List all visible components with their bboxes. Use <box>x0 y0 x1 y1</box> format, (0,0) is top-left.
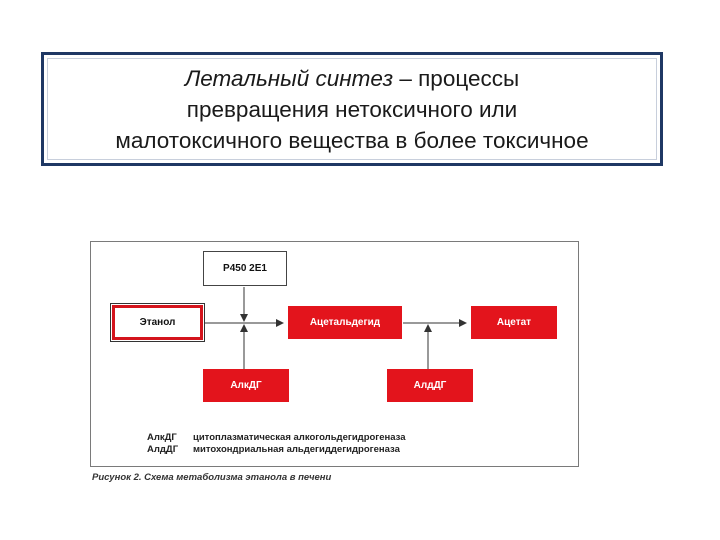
node-adh: АлкДГ <box>203 369 289 402</box>
node-aldh: АлдДГ <box>387 369 473 402</box>
legend-text: митохондриальная альдегиддегидрогеназа <box>193 444 400 455</box>
node-p450: P450 2E1 <box>203 251 287 286</box>
legend-abbr: АлдДГ <box>147 444 179 455</box>
title-line-3: малотоксичного вещества в более токсично… <box>115 127 589 153</box>
title-rest: – процессы <box>393 65 520 91</box>
node-ethanol: Этанол <box>110 303 205 342</box>
figure-caption: Рисунок 2. Схема метаболизма этанола в п… <box>92 472 332 483</box>
title-term: Летальный синтез <box>184 65 394 91</box>
title-line-1: Летальный синтез – процессы <box>185 63 519 94</box>
legend-abbr: АлкДГ <box>147 432 177 443</box>
node-acetate: Ацетат <box>471 306 557 339</box>
metabolism-figure <box>90 241 579 467</box>
legend-row-aldh: АлдДГ митохондриальная альдегиддегидроген… <box>147 444 406 456</box>
node-acetaldehyde: Ацетальдегид <box>288 306 402 339</box>
title-line-2: превращения нетоксичного или <box>186 96 518 122</box>
legend-text: цитоплазматическая алкогольдегидрогеназа <box>193 432 406 443</box>
slide-title: Летальный синтез – процессы превращения … <box>41 52 663 166</box>
legend-row-adh: АлкДГ цитоплазматическая алкогольдегидрог… <box>147 432 406 444</box>
diagram-legend: АлкДГ цитоплазматическая алкогольдегидрог… <box>147 432 406 456</box>
